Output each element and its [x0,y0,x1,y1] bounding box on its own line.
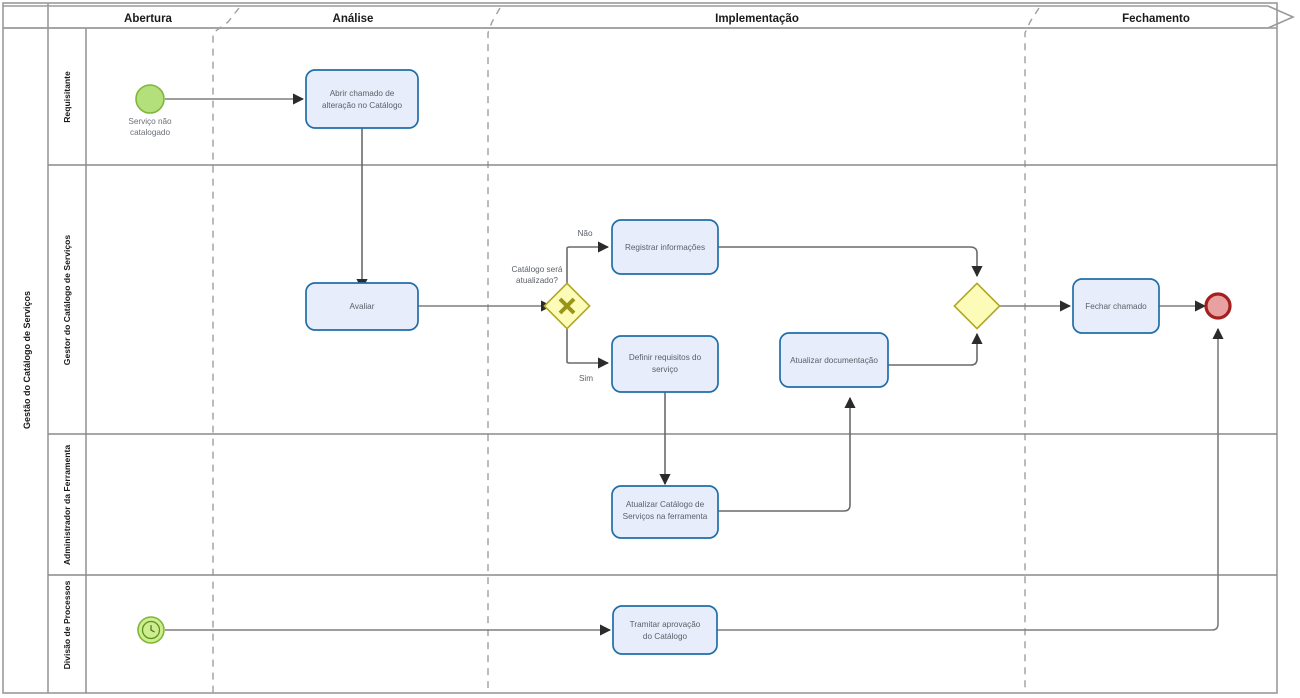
merge-gateway-shape [953,282,1001,330]
start-event-label-line2: catalogado [130,128,171,137]
flow-label-sim: Sim [579,374,593,383]
pool-frame [2,2,1278,694]
task-label-line2: Serviços na ferramenta [623,512,708,521]
gateway-catalogo-sera-atualizado[interactable]: Catálogo será atualizado? [512,265,591,330]
gateway-question-line2: atualizado? [516,276,558,285]
start-event-timer[interactable] [137,616,165,644]
task-definir-requisitos[interactable]: Definir requisitos do serviço [611,335,719,393]
lane-label-requisitante: Requisitante [62,71,72,123]
task-registrar-informacoes[interactable]: Registrar informações [611,219,719,275]
task-label-line1: Avaliar [350,302,375,311]
phase-dividers [212,7,1040,693]
start-event-servico-nao-catalogado[interactable]: Serviço não catalogado [128,84,172,137]
task-shape [611,485,719,539]
phase-label-fechamento: Fechamento [1122,13,1190,25]
task-shape [612,605,718,655]
task-avaliar[interactable]: Avaliar [305,282,419,331]
task-atualizar-documentacao[interactable]: Atualizar documentação [779,332,889,388]
phase-label-implementacao: Implementação [715,13,799,25]
task-shape [305,69,419,129]
flow-gateway-nao [566,241,610,289]
end-event[interactable] [1204,292,1232,320]
flow-documentacao-to-merge [888,332,983,366]
phase-header-band [3,5,1295,29]
task-label-line1: Atualizar Catálogo de [626,500,705,509]
task-label-line2: do Catálogo [643,632,688,641]
task-label-line2: serviço [652,365,678,374]
phase-label-analise: Análise [333,13,374,25]
pool-title: Gestão do Catálogo de Serviços [22,291,32,429]
gateway-x-icon [558,297,576,315]
phase-band-shape [3,5,1295,29]
flow-tramitar-to-end [717,327,1224,631]
flow-label-nao: Não [577,229,592,238]
phase-label-abertura: Abertura [124,13,173,25]
gateway-question-line1: Catálogo será [512,265,563,274]
end-none-icon [1204,292,1232,320]
phase-divider-1 [212,7,240,693]
gateway-merge[interactable] [953,282,1001,330]
task-abrir-chamado[interactable]: Abrir chamado de alteração no Catálogo [305,69,419,129]
lane-separators [48,164,1277,576]
phase-divider-3 [1024,7,1040,693]
flow-ferramenta-to-documentacao [718,396,856,512]
sequence-flows [165,93,1224,636]
task-shape [611,335,719,393]
flow-registrar-to-merge [718,246,983,278]
task-shape [305,282,419,331]
task-label-line1: Definir requisitos do [629,353,702,362]
start-event-label-line1: Serviço não [128,117,172,126]
task-label-line2: alteração no Catálogo [322,101,403,110]
task-label-line1: Tramitar aprovação [630,620,701,629]
task-label-line1: Registrar informações [625,243,705,252]
pool-outer-border [2,2,1278,694]
task-tramitar-aprovacao[interactable]: Tramitar aprovação do Catálogo [612,605,718,655]
task-atualizar-catalogo-ferramenta[interactable]: Atualizar Catálogo de Serviços na ferram… [611,485,719,539]
task-label-line1: Fechar chamado [1085,302,1147,311]
flow-gateway-sim [566,323,610,369]
task-shape [1072,278,1160,334]
lane-label-gestor: Gestor do Catálogo de Serviços [62,235,72,366]
clock-hands [150,624,155,633]
lane-label-divisao: Divisão de Processos [62,580,72,669]
lane-label-admin: Administrador da Ferramenta [62,445,72,566]
task-fechar-chamado[interactable]: Fechar chamado [1072,278,1160,334]
start-none-icon [135,84,165,114]
task-shape [779,332,889,388]
task-shape [611,219,719,275]
task-label-line1: Abrir chamado de [330,89,395,98]
task-label-line1: Atualizar documentação [790,356,878,365]
phase-divider-2 [487,7,501,693]
